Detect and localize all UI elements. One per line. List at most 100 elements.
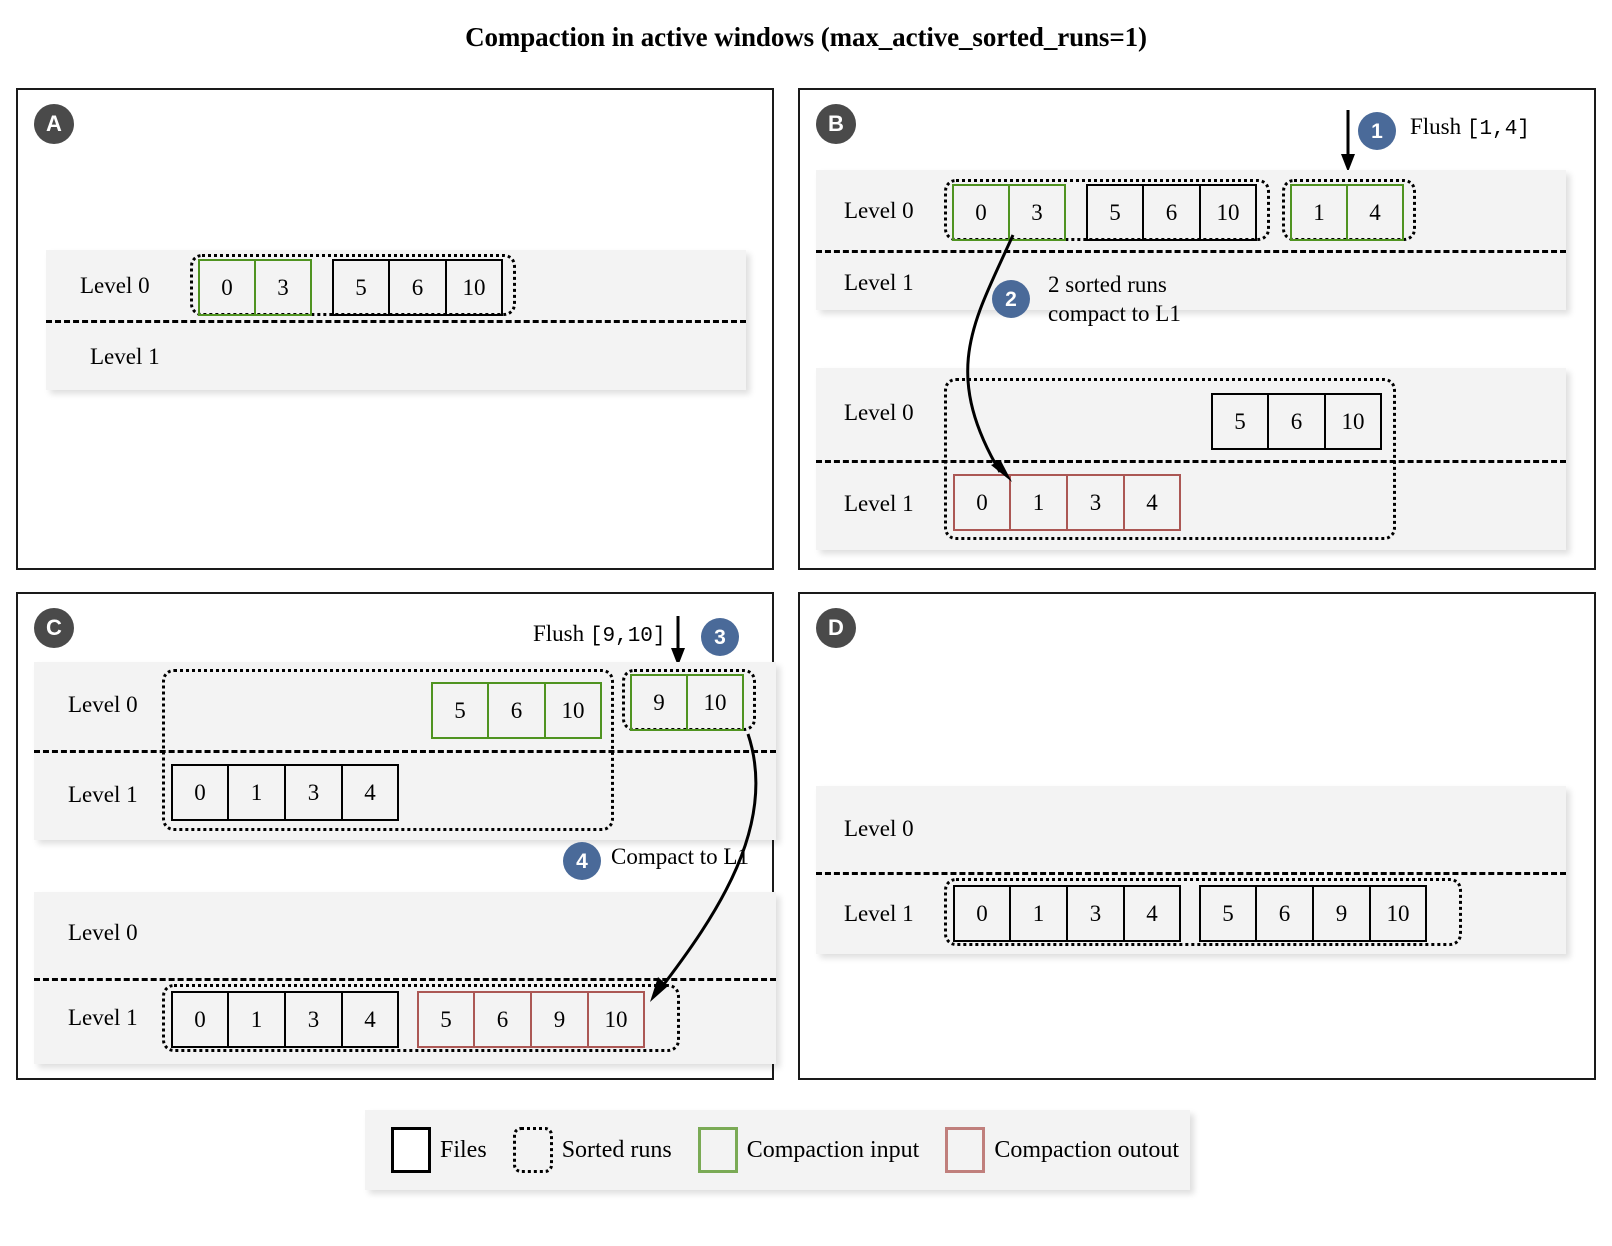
file-group-files: 5 6 10 bbox=[332, 259, 503, 316]
file-cell: 10 bbox=[1325, 393, 1382, 450]
panel-c: C Flush [9,10] 3 Level 0 Level 1 5 6 10 … bbox=[16, 592, 776, 1080]
file-cell: 4 bbox=[1347, 184, 1404, 241]
file-group-files: 0 1 3 4 bbox=[171, 991, 399, 1048]
sorted-run: 0 3 5 6 10 bbox=[190, 254, 516, 316]
legend-label: Compaction input bbox=[746, 1136, 920, 1163]
legend-item-sorted-runs: Sorted runs bbox=[512, 1127, 672, 1173]
file-cell: 5 bbox=[431, 682, 488, 739]
file-cell: 5 bbox=[1199, 885, 1256, 942]
file-cell: 10 bbox=[446, 259, 503, 316]
file-cell: 5 bbox=[1086, 184, 1143, 241]
level-label-l1: Level 1 bbox=[844, 270, 914, 295]
level-separator bbox=[34, 750, 776, 753]
file-cell: 5 bbox=[332, 259, 389, 316]
sorted-run-span: 5 6 10 0 1 3 4 bbox=[944, 378, 1396, 540]
file-cell: 6 bbox=[488, 682, 545, 739]
file-group-files: 5 6 10 bbox=[1211, 393, 1382, 450]
level-separator bbox=[816, 872, 1566, 875]
file-cell: 6 bbox=[474, 991, 531, 1048]
flush-label-c: Flush [9,10] bbox=[533, 619, 666, 651]
compaction-output-swatch-icon bbox=[945, 1127, 986, 1173]
level-label-l0: Level 0 bbox=[68, 692, 138, 717]
flush-text: Flush bbox=[533, 621, 585, 646]
file-cell: 6 bbox=[1268, 393, 1325, 450]
file-cell: 3 bbox=[285, 764, 342, 821]
compaction-input-swatch-icon bbox=[697, 1127, 738, 1173]
level-separator bbox=[816, 250, 1566, 253]
file-cell: 1 bbox=[1290, 184, 1347, 241]
file-group-compaction-input: 5 6 10 bbox=[431, 682, 602, 739]
file-cell: 0 bbox=[953, 474, 1010, 531]
panel-badge-d: D bbox=[816, 608, 856, 648]
file-group-compaction-input: 9 10 bbox=[630, 674, 744, 731]
level-label-l1: Level 1 bbox=[68, 1005, 138, 1030]
file-cell: 10 bbox=[687, 674, 744, 731]
compact-line-1: 2 sorted runs bbox=[1048, 272, 1167, 297]
file-cell: 10 bbox=[1200, 184, 1257, 241]
panel-badge-a: A bbox=[34, 104, 74, 144]
file-cell: 9 bbox=[1313, 885, 1370, 942]
file-cell: 1 bbox=[1010, 885, 1067, 942]
compact-label-c: Compact to L1 bbox=[611, 844, 749, 869]
file-cell: 1 bbox=[228, 764, 285, 821]
step-badge-3: 3 bbox=[701, 618, 739, 656]
panel-a: A Level 0 Level 1 0 3 5 6 10 bbox=[16, 88, 774, 570]
panel-d: D Level 0 Level 1 0 1 3 4 5 6 9 10 bbox=[798, 592, 1596, 1080]
file-cell: 5 bbox=[1211, 393, 1268, 450]
legend-item-files: Files bbox=[391, 1127, 487, 1173]
lsm-tree-a1: Level 0 Level 1 0 3 5 6 10 bbox=[46, 250, 746, 390]
level-label-l0: Level 0 bbox=[68, 920, 138, 945]
file-cell: 1 bbox=[1010, 474, 1067, 531]
level-label-l0: Level 0 bbox=[80, 273, 150, 298]
page-title: Compaction in active windows (max_active… bbox=[465, 22, 1147, 52]
file-cell: 9 bbox=[630, 674, 687, 731]
legend: Files Sorted runs Compaction input Compa… bbox=[365, 1110, 1190, 1190]
file-cell: 0 bbox=[171, 764, 228, 821]
file-cell: 5 bbox=[417, 991, 474, 1048]
file-cell: 0 bbox=[198, 259, 255, 316]
panel-badge-b: B bbox=[816, 104, 856, 144]
legend-label: Files bbox=[440, 1136, 487, 1163]
sorted-run: 0 1 3 4 5 6 9 10 bbox=[944, 878, 1462, 946]
file-group-files: 5 6 10 bbox=[1086, 184, 1257, 241]
file-group-compaction-input: 0 3 bbox=[952, 184, 1066, 241]
lsm-tree-b1: Level 0 Level 1 0 3 5 6 10 1 4 bbox=[816, 170, 1566, 310]
file-group-compaction-input: 1 4 bbox=[1290, 184, 1404, 241]
level-label-l0: Level 0 bbox=[844, 198, 914, 223]
panel-badge-c: C bbox=[34, 608, 74, 648]
file-group-files: 0 1 3 4 bbox=[171, 764, 399, 821]
step-badge-1: 1 bbox=[1358, 112, 1396, 150]
level-label-l1: Level 1 bbox=[844, 901, 914, 926]
flush-text: Flush bbox=[1410, 114, 1462, 139]
file-group-files: 0 1 3 4 bbox=[953, 885, 1181, 942]
level-separator bbox=[816, 460, 1566, 463]
level-separator bbox=[46, 320, 746, 323]
file-group-compaction-input: 0 3 bbox=[198, 259, 312, 316]
file-cell: 10 bbox=[588, 991, 645, 1048]
file-cell: 0 bbox=[171, 991, 228, 1048]
sorted-run: 0 1 3 4 5 6 9 10 bbox=[162, 984, 680, 1052]
file-cell: 4 bbox=[342, 764, 399, 821]
level-label-l1: Level 1 bbox=[90, 344, 160, 369]
files-swatch-icon bbox=[391, 1127, 431, 1173]
sorted-run-span: 5 6 10 0 1 3 4 bbox=[162, 669, 614, 831]
step-badge-4: 4 bbox=[563, 842, 601, 880]
sorted-run: 9 10 bbox=[622, 669, 756, 731]
level-separator bbox=[34, 978, 776, 981]
file-cell: 1 bbox=[228, 991, 285, 1048]
step-badge-2: 2 bbox=[992, 280, 1030, 318]
file-cell: 6 bbox=[1143, 184, 1200, 241]
file-cell: 6 bbox=[389, 259, 446, 316]
file-cell: 3 bbox=[285, 991, 342, 1048]
file-cell: 9 bbox=[531, 991, 588, 1048]
lsm-tree-c2: Level 0 Level 1 0 1 3 4 5 6 9 10 bbox=[34, 892, 776, 1064]
level-label-l1: Level 1 bbox=[844, 491, 914, 516]
sorted-run: 1 4 bbox=[1282, 179, 1416, 241]
file-cell: 6 bbox=[1256, 885, 1313, 942]
legend-label: Sorted runs bbox=[561, 1136, 672, 1163]
compact-line-2: compact to L1 bbox=[1048, 301, 1181, 327]
level-label-l0: Level 0 bbox=[844, 400, 914, 425]
panel-b: B 1 Flush [1,4] Level 0 Level 1 0 3 5 6 … bbox=[798, 88, 1596, 570]
level-label-l1: Level 1 bbox=[68, 782, 138, 807]
sorted-runs-swatch-icon bbox=[512, 1127, 553, 1173]
